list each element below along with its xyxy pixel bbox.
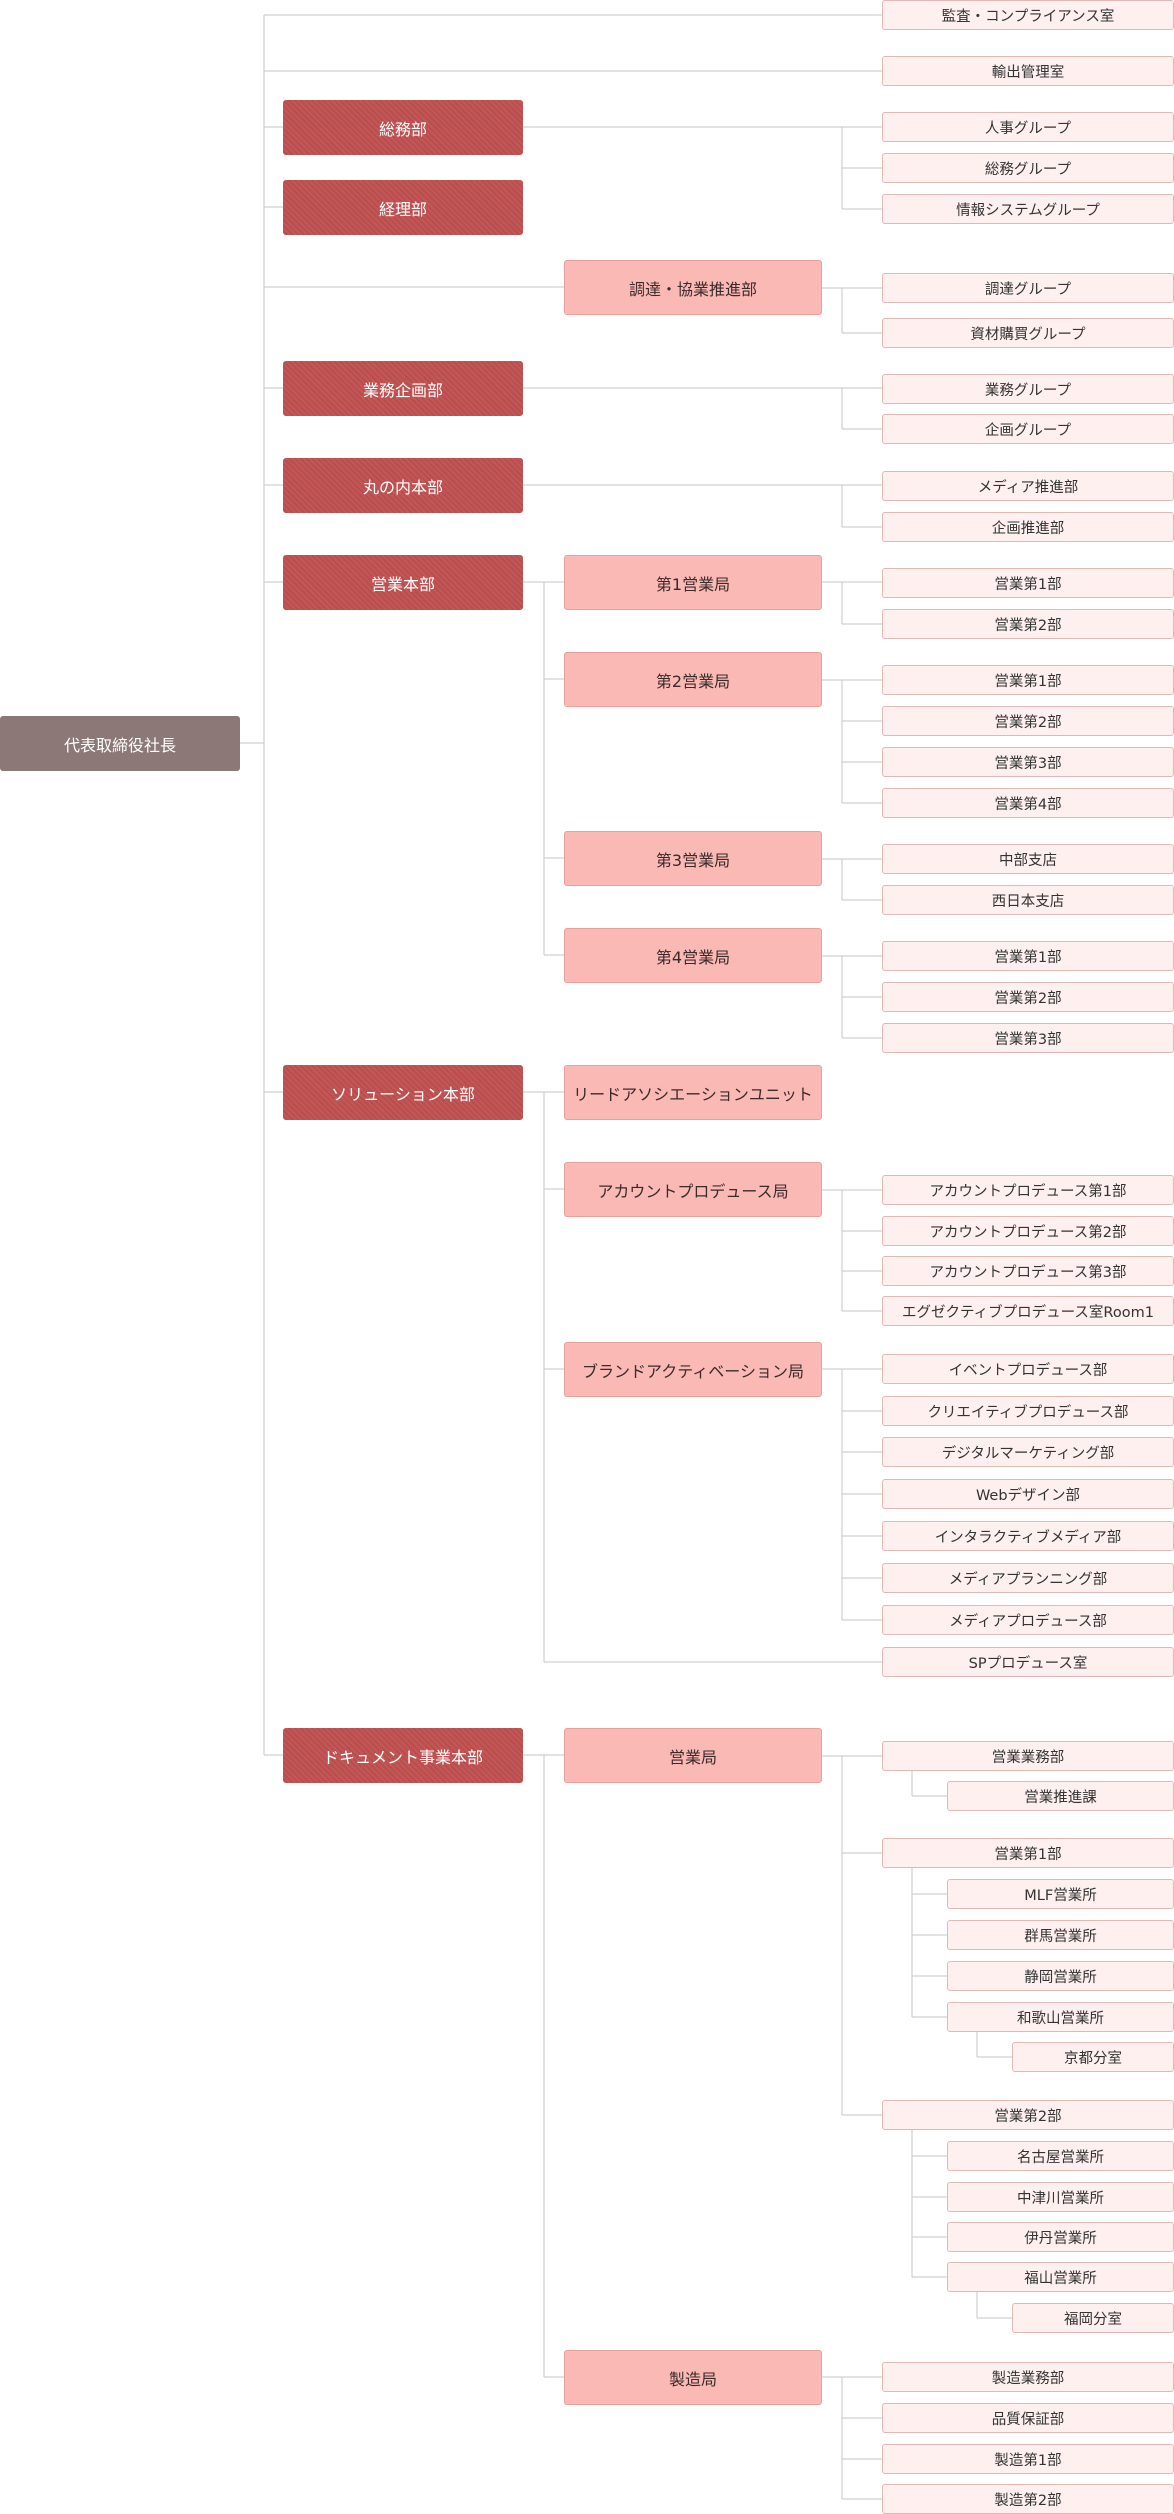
dept-box-media-produce[interactable]: メディアプロデュース部 [882,1605,1174,1635]
office-box-export-control[interactable]: 輸出管理室 [882,56,1174,86]
office-box-wakayama[interactable]: 和歌山営業所 [947,2002,1174,2032]
dept-box-media-promotion[interactable]: メディア推進部 [882,471,1174,501]
dept-box-manufacturing-ops[interactable]: 製造業務部 [882,2362,1174,2392]
dept-box-sales4-3[interactable]: 営業第3部 [882,1023,1174,1053]
dept-box-sales2-1[interactable]: 営業第1部 [882,665,1174,695]
branch-box-chubu[interactable]: 中部支店 [882,844,1174,874]
office-box-nagoya[interactable]: 名古屋営業所 [947,2141,1174,2171]
dept-box-sales2-2[interactable]: 営業第2部 [882,706,1174,736]
dept-box-sales4-2[interactable]: 営業第2部 [882,982,1174,1012]
bureau-box-account-produce[interactable]: アカウントプロデュース局 [564,1162,822,1217]
dept-box-sales4-1[interactable]: 営業第1部 [882,941,1174,971]
division-box-solutions-hq[interactable]: ソリューション本部 [283,1065,523,1120]
office-box-shizuoka[interactable]: 静岡営業所 [947,1961,1174,1991]
group-box-procurement[interactable]: 調達グループ [882,273,1174,303]
dept-box-account-2[interactable]: アカウントプロデュース第2部 [882,1216,1174,1246]
branch-box-kyoto[interactable]: 京都分室 [1012,2042,1174,2072]
division-box-accounting[interactable]: 経理部 [283,180,523,235]
division-box-document-hq[interactable]: ドキュメント事業本部 [283,1728,523,1783]
dept-box-doc-sales-2[interactable]: 営業第2部 [882,2100,1174,2130]
group-box-planning[interactable]: 企画グループ [882,414,1174,444]
division-box-procurement[interactable]: 調達・協業推進部 [564,260,822,315]
division-box-general-affairs[interactable]: 総務部 [283,100,523,155]
section-box-sales-promotion[interactable]: 営業推進課 [947,1781,1174,1811]
office-box-fukuyama[interactable]: 福山営業所 [947,2262,1174,2292]
bureau-box-doc-sales[interactable]: 営業局 [564,1728,822,1783]
bureau-box-sales-4[interactable]: 第4営業局 [564,928,822,983]
dept-box-interactive-media[interactable]: インタラクティブメディア部 [882,1521,1174,1551]
bureau-box-lead-association[interactable]: リードアソシエーションユニット [564,1065,822,1120]
dept-box-creative-produce[interactable]: クリエイティブプロデュース部 [882,1396,1174,1426]
office-box-audit-compliance[interactable]: 監査・コンプライアンス室 [882,0,1174,30]
division-box-sales-hq[interactable]: 営業本部 [283,555,523,610]
dept-box-sales1-1[interactable]: 営業第1部 [882,568,1174,598]
bureau-box-sales-1[interactable]: 第1営業局 [564,555,822,610]
group-box-materials-purchasing[interactable]: 資材購買グループ [882,318,1174,348]
group-box-hr[interactable]: 人事グループ [882,112,1174,142]
dept-box-digital-marketing[interactable]: デジタルマーケティング部 [882,1437,1174,1467]
bureau-box-manufacturing[interactable]: 製造局 [564,2350,822,2405]
office-box-nakatsugawa[interactable]: 中津川営業所 [947,2182,1174,2212]
bureau-box-sales-2[interactable]: 第2営業局 [564,652,822,707]
dept-box-sales2-4[interactable]: 営業第4部 [882,788,1174,818]
office-box-sp-produce[interactable]: SPプロデュース室 [882,1647,1174,1677]
branch-box-fukuoka[interactable]: 福岡分室 [1012,2303,1174,2333]
division-box-business-planning[interactable]: 業務企画部 [283,361,523,416]
dept-box-sales-operations[interactable]: 営業業務部 [882,1741,1174,1771]
office-box-itami[interactable]: 伊丹営業所 [947,2222,1174,2252]
dept-box-web-design[interactable]: Webデザイン部 [882,1479,1174,1509]
group-box-operations[interactable]: 業務グループ [882,374,1174,404]
dept-box-event-produce[interactable]: イベントプロデュース部 [882,1354,1174,1384]
group-box-general[interactable]: 総務グループ [882,153,1174,183]
branch-box-west-japan[interactable]: 西日本支店 [882,885,1174,915]
dept-box-manufacturing-1[interactable]: 製造第1部 [882,2444,1174,2474]
bureau-box-brand-activation[interactable]: ブランドアクティベーション局 [564,1342,822,1397]
root-box-president[interactable]: 代表取締役社長 [0,716,240,771]
dept-box-doc-sales-1[interactable]: 営業第1部 [882,1838,1174,1868]
dept-box-manufacturing-2[interactable]: 製造第2部 [882,2484,1174,2514]
office-box-mlf[interactable]: MLF営業所 [947,1879,1174,1909]
dept-box-planning-promotion[interactable]: 企画推進部 [882,512,1174,542]
dept-box-quality-assurance[interactable]: 品質保証部 [882,2403,1174,2433]
bureau-box-sales-3[interactable]: 第3営業局 [564,831,822,886]
dept-box-sales1-2[interactable]: 営業第2部 [882,609,1174,639]
dept-box-account-3[interactable]: アカウントプロデュース第3部 [882,1256,1174,1286]
office-box-gunma[interactable]: 群馬営業所 [947,1920,1174,1950]
dept-box-sales2-3[interactable]: 営業第3部 [882,747,1174,777]
group-box-it-systems[interactable]: 情報システムグループ [882,194,1174,224]
division-box-marunouchi[interactable]: 丸の内本部 [283,458,523,513]
office-box-executive-room1[interactable]: エグゼクティブプロデュース室Room1 [882,1296,1174,1326]
dept-box-media-planning[interactable]: メディアプランニング部 [882,1563,1174,1593]
dept-box-account-1[interactable]: アカウントプロデュース第1部 [882,1175,1174,1205]
